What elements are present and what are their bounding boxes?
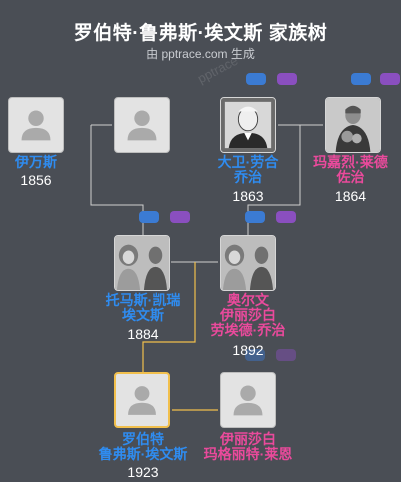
person-name-p6: 奥尔文 伊丽莎白 劳埃德·乔治: [195, 293, 301, 338]
person-photo-icon: [326, 98, 380, 152]
person-year-p7: 1923: [127, 464, 159, 480]
person-year-p3: 1863: [232, 188, 264, 204]
person-name-line: 伊丽莎白: [220, 431, 276, 447]
person-name-p1: 伊万斯: [15, 154, 57, 170]
person-name-line: 鲁弗斯·埃文斯: [98, 446, 188, 462]
person-placeholder-icon: [128, 386, 156, 415]
person-name-line: 托马斯·凯瑞: [105, 292, 181, 308]
person-name-p7: 罗伯特 鲁弗斯·埃文斯: [84, 432, 202, 462]
person-name-line: 伊丽莎白: [220, 307, 276, 323]
person-name-p5: 托马斯·凯瑞 埃文斯: [90, 293, 196, 323]
person-name-line: 大卫·劳合: [217, 154, 279, 170]
person-photo-icon: [221, 98, 275, 152]
person-card-p3[interactable]: [220, 97, 276, 153]
person-name-line: 玛嘉烈·莱德: [313, 154, 388, 170]
tag-purple[interactable]: [170, 211, 190, 223]
connector-lineage: [142, 262, 196, 372]
person-card-p5[interactable]: [114, 235, 170, 291]
page-subtitle: 由 pptrace.com 生成: [146, 47, 255, 61]
person-photo-icon: [115, 236, 169, 290]
person-name-line: 佐治: [336, 169, 365, 185]
tag-blue[interactable]: [139, 211, 159, 223]
person-name-line: 奥尔文: [227, 292, 269, 308]
person-name-p8: 伊丽莎白 玛格丽特·莱恩: [190, 432, 306, 462]
person-name-line: 劳埃德·乔治: [210, 322, 286, 338]
person-year-p5: 1884: [127, 326, 159, 342]
tag-purple[interactable]: [380, 73, 400, 85]
person-name-p3: 大卫·劳合 乔治: [200, 155, 296, 185]
person-name-line: 罗伯特: [122, 431, 164, 447]
tag-blue[interactable]: [245, 349, 265, 361]
tag-purple[interactable]: [277, 73, 297, 85]
person-name-line: 玛格丽特·莱恩: [203, 446, 293, 462]
person-year-p6: 1892: [232, 342, 264, 358]
tag-blue[interactable]: [246, 73, 266, 85]
person-card-p7[interactable]: [114, 372, 170, 428]
person-photo-icon: [221, 236, 275, 290]
person-year-p4: 1864: [334, 188, 367, 204]
person-card-p1[interactable]: [8, 97, 64, 153]
tag-purple[interactable]: [276, 349, 296, 361]
person-name-line: 乔治: [234, 169, 262, 185]
person-card-p6[interactable]: [220, 235, 276, 291]
page-title: 罗伯特·鲁弗斯·埃文斯 家族树: [73, 23, 328, 44]
person-placeholder-icon: [127, 110, 157, 141]
tag-blue[interactable]: [245, 211, 265, 223]
person-card-p2[interactable]: [114, 97, 170, 153]
person-name-line: 埃文斯: [122, 307, 164, 323]
person-placeholder-icon: [21, 110, 51, 141]
person-card-p4[interactable]: [325, 97, 381, 153]
tag-purple[interactable]: [276, 211, 296, 223]
tag-blue[interactable]: [351, 73, 371, 85]
person-name-p4: 玛嘉烈·莱德 佐治: [300, 155, 401, 185]
person-card-p8[interactable]: [220, 372, 276, 428]
person-placeholder-icon: [233, 385, 263, 416]
person-year-p1: 1856: [20, 172, 52, 188]
